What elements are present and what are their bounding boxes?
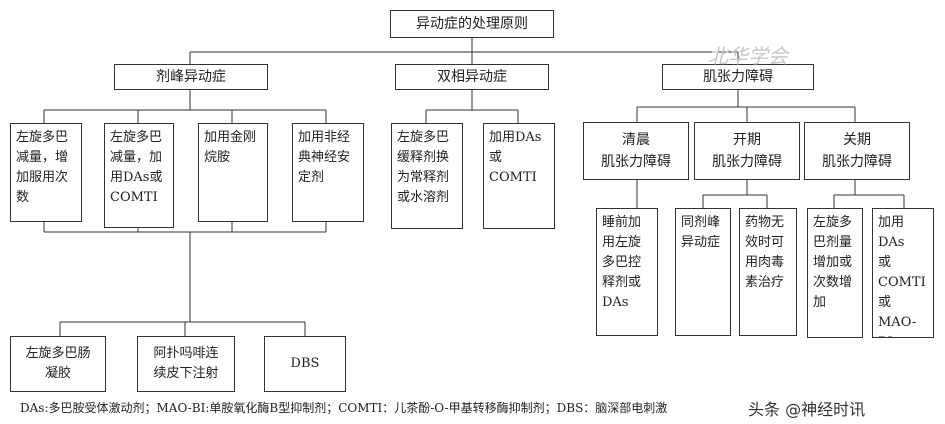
dystonia-morning: 清晨 肌张力障碍 (583, 122, 689, 180)
peak-advanced-dbs: DBS (264, 336, 346, 392)
category-biphasic-dyskinesia: 双相异动症 (395, 64, 549, 90)
abbreviation-caption: DAs:多巴胺受体激动剂；MAO-BI:单胺氧化酶B型抑制剂；COMTI：儿茶酚… (20, 401, 668, 415)
on-leaf-botulinum: 药物无 效时可 用肉毒 素治疗 (739, 208, 797, 336)
root-node: 异动症的处理原则 (390, 10, 554, 38)
seal-watermark: 北华学会 (708, 44, 788, 68)
peak-advanced-intestinal-gel: 左旋多巴肠 凝胶 (10, 336, 106, 392)
peak-advanced-apomorphine: 阿扑吗啡连 续皮下注射 (137, 336, 235, 392)
category-peak-dyskinesia: 剂峰异动症 (114, 64, 268, 90)
peak-option-amantadine: 加用金刚 烷胺 (198, 123, 268, 222)
dystonia-off-period: 关期 肌张力障碍 (804, 122, 910, 180)
peak-option-reduce-levodopa: 左旋多巴 减量，增 加服用次 数 (10, 123, 82, 222)
dystonia-on-period: 开期 肌张力障碍 (694, 122, 800, 180)
peak-option-atypical-antipsychotic: 加用非经 典神经安 定剂 (292, 123, 364, 222)
on-leaf-same-as-peak: 同剂峰 异动症 (675, 208, 731, 336)
category-dystonia: 肌张力障碍 (662, 64, 814, 90)
off-leaf-add-das-comti-maobi: 加用DAs 或COMTI 或MAO- BI (872, 208, 934, 338)
morning-leaf-bedtime-levodopa: 睡前加 用左旋 多巴控 释剂或 DAs (596, 208, 658, 336)
off-leaf-increase-levodopa: 左旋多 巴剂量 增加或 次数增 加 (807, 208, 863, 338)
source-watermark: 头条 @神经时讯 (748, 400, 866, 419)
peak-option-add-das-comti: 左旋多巴 减量，加 用DAs或 COMTI (104, 123, 174, 228)
biphasic-option-switch-release: 左旋多巴 缓释剂换 为常释剂 或水溶剂 (391, 123, 463, 229)
biphasic-option-add-das-comti: 加用DAs 或COMTI (483, 123, 555, 229)
